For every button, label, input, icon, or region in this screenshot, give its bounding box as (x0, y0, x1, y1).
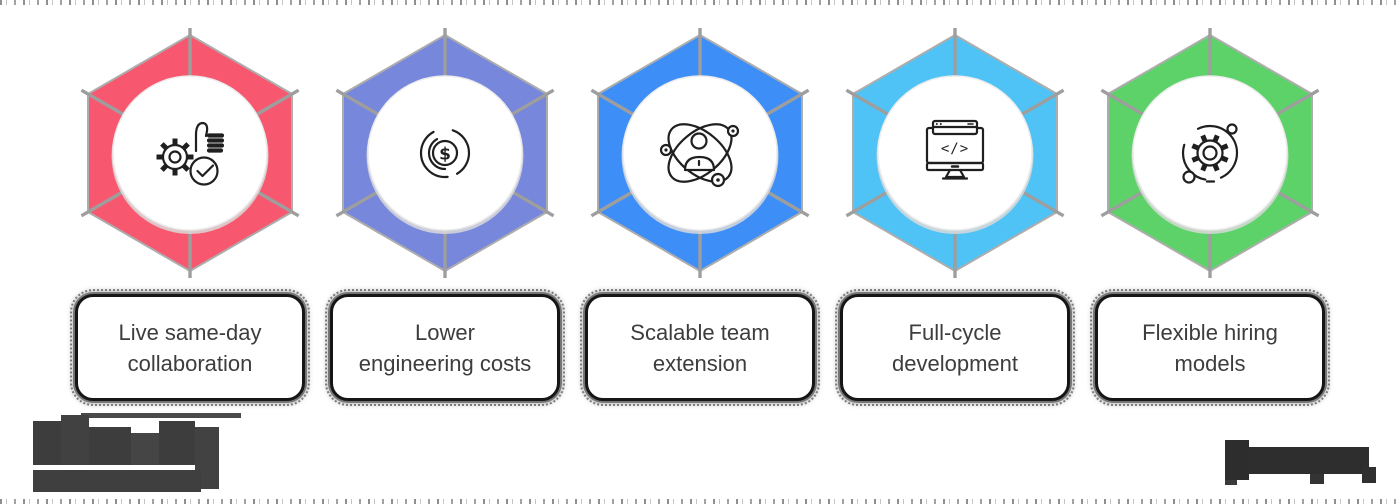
benefit-hexagon-collaboration (80, 28, 300, 278)
dollar-donut-chart-icon: $ (419, 127, 471, 179)
benefit-label-line1: Lower (415, 319, 475, 345)
inner-circle (622, 75, 778, 231)
benefit-label-line1: Live same-day (118, 319, 262, 345)
benefit-card-team: Scalable team extension (580, 289, 820, 406)
company-logo-redacted-left (33, 413, 241, 498)
benefit-label-line1: Full-cycle (908, 319, 1002, 345)
bottom-noise-border (0, 499, 1400, 504)
benefit-label-line1: Flexible hiring (1142, 319, 1278, 345)
benefit-card-hiring: Flexible hiring models (1090, 289, 1330, 406)
inner-circle (877, 75, 1033, 231)
benefit-label-line1: Scalable team (630, 319, 770, 345)
benefit-hexagon-costs: $ (335, 28, 555, 278)
benefit-card-development: Full-cycle development (835, 289, 1075, 406)
benefit-label-line2: models (1174, 350, 1246, 376)
company-logo-redacted-right (1222, 437, 1377, 487)
top-noise-border (0, 0, 1400, 5)
code-monitor-icon: </> (925, 119, 985, 180)
code-brackets-glyph: </> (941, 141, 969, 157)
benefit-label-line2: engineering costs (358, 350, 532, 376)
dollar-sign-glyph: $ (439, 145, 451, 165)
benefit-label-line2: collaboration (127, 350, 253, 376)
benefit-card-collaboration: Live same-day collaboration (70, 289, 310, 406)
benefit-hexagon-hiring (1100, 28, 1320, 278)
benefit-hexagon-development: </> (845, 28, 1065, 278)
gear-thumbs-up-check-icon (156, 121, 225, 186)
benefit-card-costs: Lower engineering costs (325, 289, 565, 406)
gear-orbit-icon (1181, 123, 1239, 184)
benefit-label-line2: development (892, 350, 1018, 376)
inner-circle (112, 75, 268, 231)
benefit-hexagon-team (590, 28, 810, 278)
benefit-label-line2: extension (652, 350, 748, 376)
person-orbit-network-icon (659, 123, 740, 188)
